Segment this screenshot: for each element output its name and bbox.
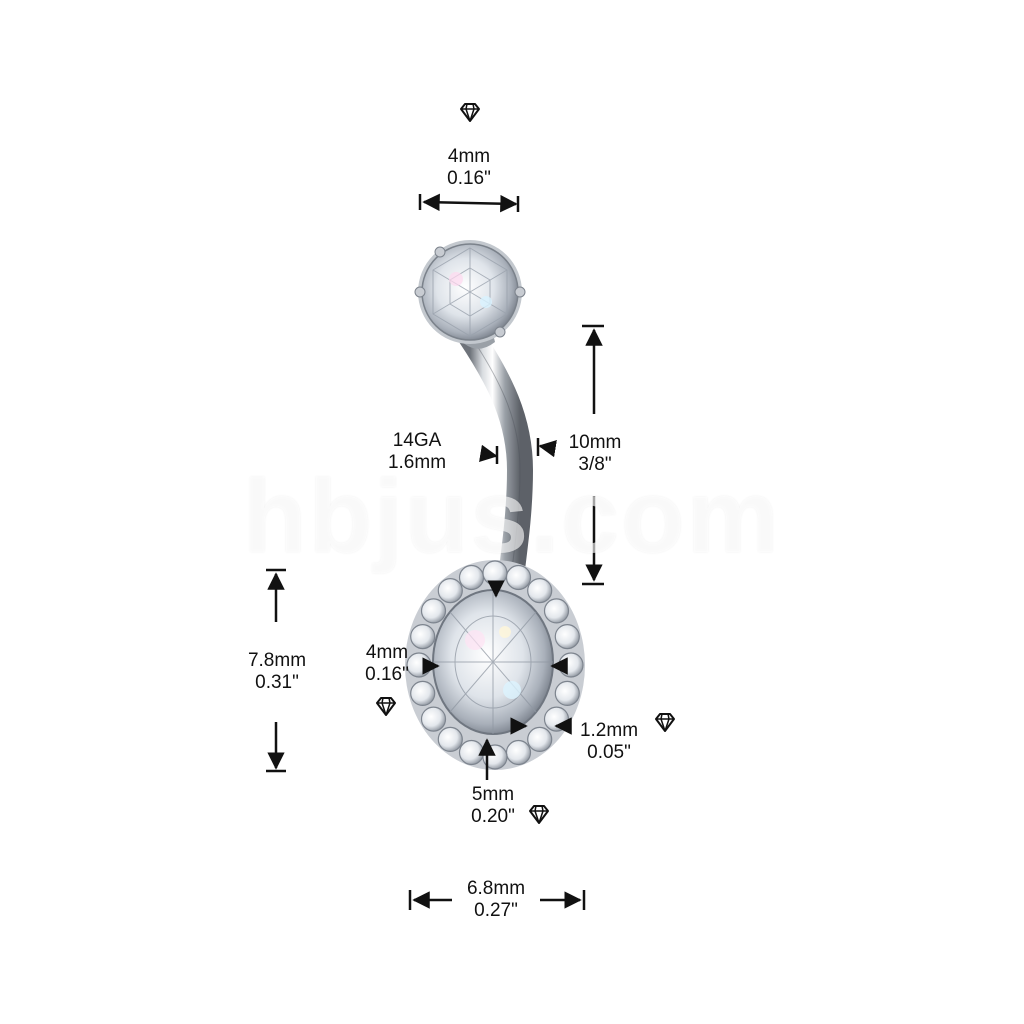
- halo-gem: [437, 577, 463, 604]
- label-dangle-width: 6.8mm 0.27": [452, 878, 540, 922]
- dim-gauge-right: [538, 439, 557, 458]
- halo-gem: [410, 623, 436, 650]
- label-center-gem-width-inch: 0.16": [365, 664, 409, 685]
- diamond-icon: [376, 697, 396, 716]
- label-bar-length-inch: 3/8": [578, 454, 612, 475]
- dim-top-gem-width: [422, 193, 518, 213]
- label-side-gem: 1.2mm 0.05": [566, 720, 652, 764]
- halo-gem: [410, 680, 436, 707]
- diamond-icons: [376, 103, 675, 824]
- dim-gauge-left: [479, 444, 498, 463]
- dimension-lines: [266, 193, 604, 910]
- diamond-icon: [460, 103, 480, 122]
- halo-gem: [554, 680, 580, 707]
- label-top-gem-mm: 4mm: [447, 146, 491, 167]
- label-center-gem-width: 4mm 0.16": [344, 642, 430, 686]
- halo-gem: [420, 598, 447, 624]
- belly-ring: [405, 240, 585, 770]
- label-dangle-width-mm: 6.8mm: [466, 878, 526, 899]
- halo-gem: [458, 739, 485, 766]
- label-gauge: 14GA 1.6mm: [374, 430, 460, 474]
- halo-gem: [420, 706, 447, 732]
- halo-gem: [437, 726, 463, 753]
- label-center-gem-width-mm: 4mm: [365, 642, 409, 663]
- label-center-gem-height-mm: 5mm: [471, 784, 515, 805]
- diamond-icon: [655, 713, 675, 732]
- label-center-gem-height-inch: 0.20": [471, 806, 515, 827]
- label-side-gem-mm: 1.2mm: [579, 720, 639, 741]
- label-side-gem-inch: 0.05": [587, 742, 631, 763]
- halo-gem: [554, 623, 580, 650]
- label-dangle-width-inch: 0.27": [474, 900, 518, 921]
- label-bar-length: 10mm 3/8": [552, 432, 638, 476]
- curved-barbell: [457, 322, 534, 598]
- label-gauge-mm: 1.6mm: [387, 452, 447, 473]
- label-top-gem: 4mm 0.16": [428, 146, 510, 190]
- halo-gem: [527, 577, 553, 604]
- diamond-icon: [529, 805, 549, 824]
- label-center-gem-height: 5mm 0.20": [450, 784, 536, 828]
- halo-gem: [543, 706, 570, 732]
- halo-gem: [505, 739, 532, 766]
- label-top-gem-inch: 0.16": [447, 168, 491, 189]
- label-dangle-height-inch: 0.31": [255, 672, 299, 693]
- label-dangle-height-mm: 7.8mm: [247, 650, 307, 671]
- halo-gem: [527, 726, 553, 753]
- halo-gem: [458, 564, 485, 591]
- label-gauge-ga: 14GA: [392, 430, 442, 451]
- top-gem: [414, 240, 526, 344]
- halo-gem: [482, 560, 508, 586]
- halo-gem: [543, 598, 570, 624]
- halo-gem: [505, 564, 532, 591]
- label-dangle-height: 7.8mm 0.31": [232, 650, 322, 694]
- label-bar-length-mm: 10mm: [568, 432, 622, 453]
